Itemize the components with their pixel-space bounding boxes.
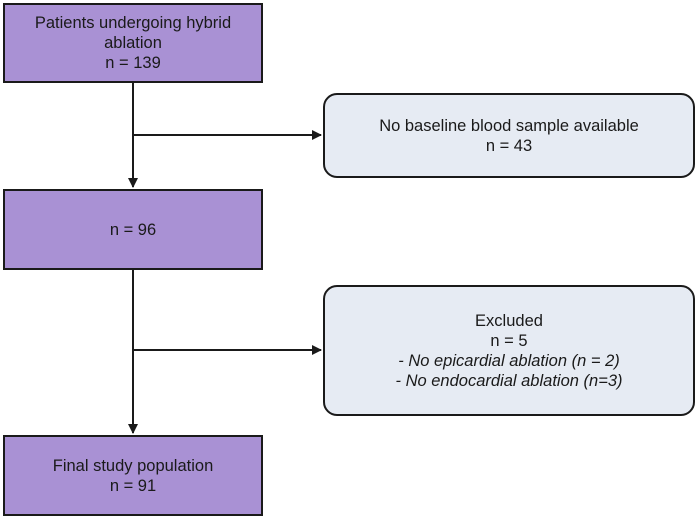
step-box-n96: n = 96 [3,189,263,270]
step1-count: n = 139 [105,54,161,72]
exclusion2-reason: - No endocardial ablation (n=3) [395,371,623,390]
exclusion2-count: n = 5 [490,331,528,350]
step-box-hybrid-ablation: Patients undergoing hybrid ablation n = … [3,3,263,83]
step-box-final-population: Final study population n = 91 [3,435,263,516]
step3-line1: Final study population [52,456,214,475]
exclusion-box-no-blood-sample: No baseline blood sample available n = 4… [323,93,695,178]
exclusion-box-excluded: Excluded n = 5 - No epicardial ablation … [323,285,695,416]
step1-line2: ablation [104,34,162,52]
step2-count: n = 96 [109,220,157,239]
exclusion2-reason: - No epicardial ablation (n = 2) [398,351,620,370]
exclusion1-count: n = 43 [485,136,533,155]
exclusion1-line1: No baseline blood sample available [379,116,639,135]
step1-line1: Patients undergoing hybrid [34,14,232,32]
step3-count: n = 91 [109,476,157,495]
exclusion2-title: Excluded [475,311,543,330]
